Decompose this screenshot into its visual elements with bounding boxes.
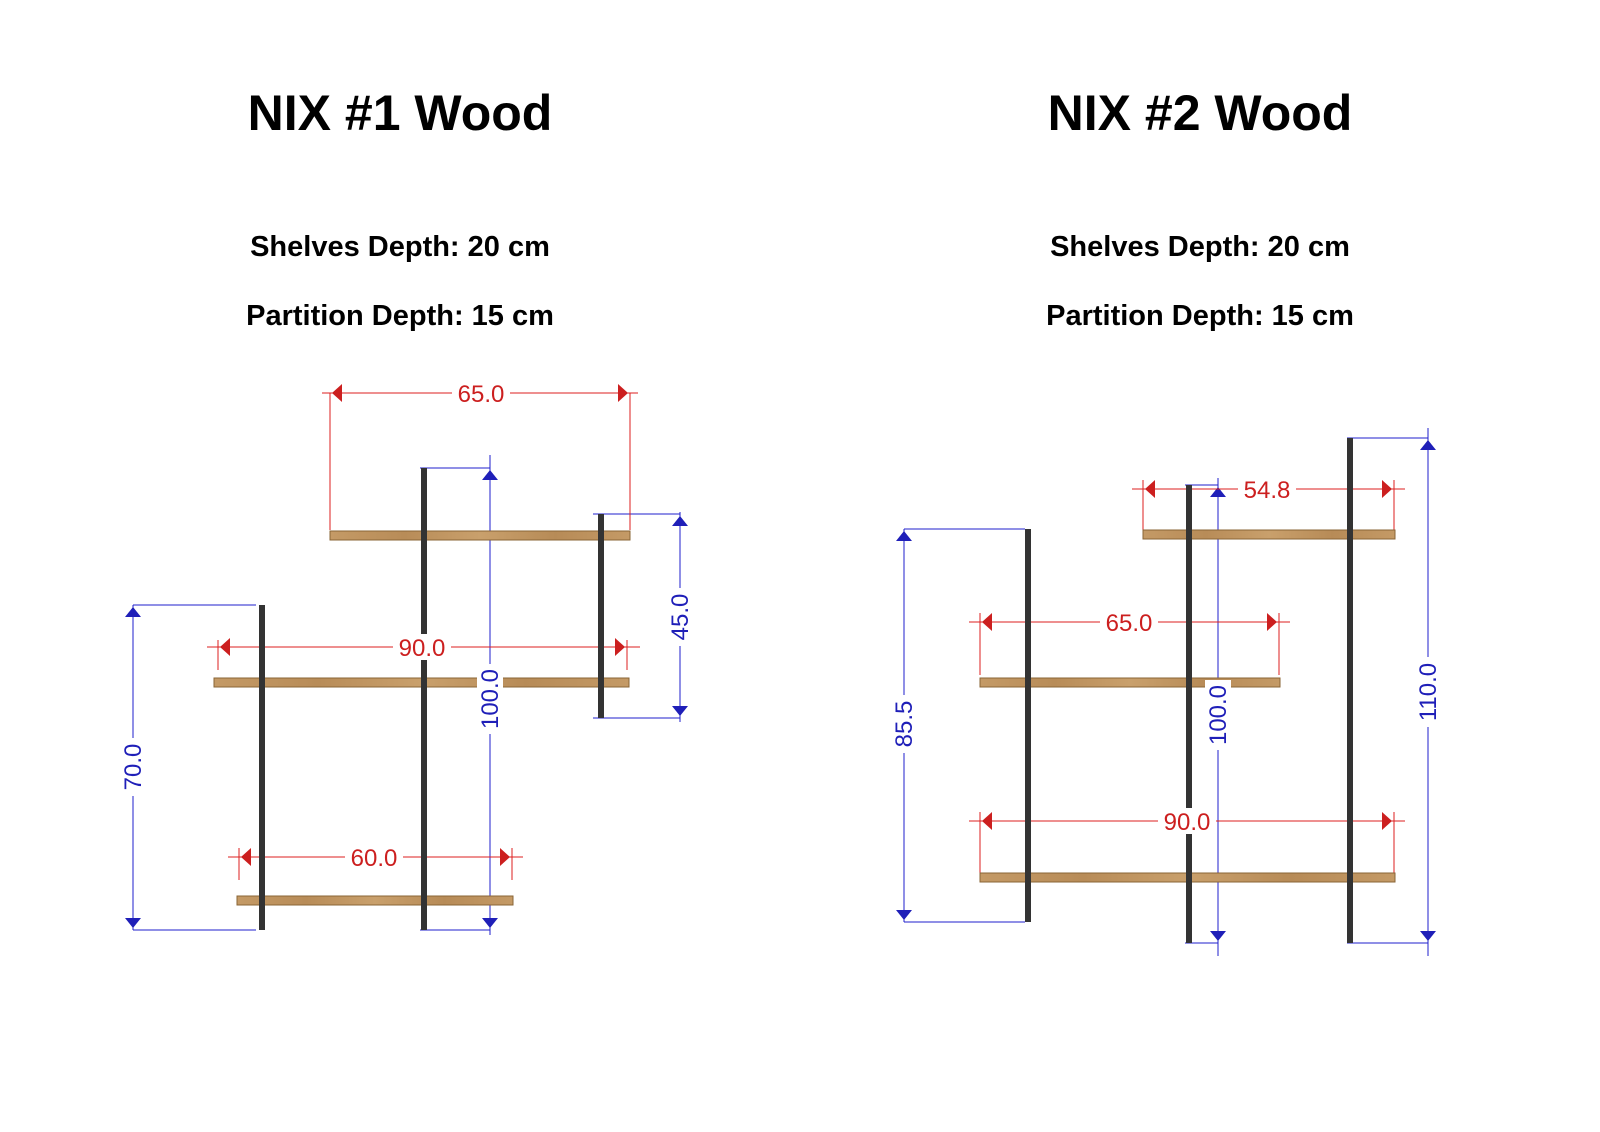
design-title: NIX #2 Wood xyxy=(1047,85,1353,141)
nix-1-height-dimension-lines xyxy=(132,455,681,935)
width-label: 54.8 xyxy=(1244,477,1291,504)
shelves-depth-label: Shelves Depth: 20 cm xyxy=(250,231,550,263)
design-panel-nix-2: NIX #2 Wood Shelves Depth: 20 cm Partiti… xyxy=(800,0,1600,1132)
height-label: 110.0 xyxy=(1415,663,1442,721)
nix-1-height-arrows xyxy=(125,470,688,928)
shelf xyxy=(1142,529,1396,540)
arrow-right-icon xyxy=(1382,480,1392,498)
nix-1-dimension-labels: 65.0 90.0 60.0 70.0 100.0 45.0 xyxy=(120,380,694,872)
nix-1-partitions xyxy=(259,468,604,930)
shelves-depth-label: Shelves Depth: 20 cm xyxy=(1050,231,1350,263)
design-panel-nix-1: NIX #1 Wood Shelves Depth: 20 cm Partiti… xyxy=(246,85,554,332)
shelf xyxy=(329,530,631,541)
partition-depth-label: Partition Depth: 15 cm xyxy=(1046,300,1354,332)
width-label: 65.0 xyxy=(1106,610,1153,637)
partition xyxy=(259,605,265,930)
arrow-down-icon xyxy=(1420,931,1436,941)
width-label: 90.0 xyxy=(1164,809,1211,836)
shelf xyxy=(979,677,1281,688)
partition xyxy=(1186,485,1192,943)
arrow-left-icon xyxy=(220,638,230,656)
shelf xyxy=(236,895,514,906)
arrow-up-icon xyxy=(672,516,688,526)
height-label: 85.5 xyxy=(891,701,918,748)
arrow-right-icon xyxy=(1267,613,1277,631)
partition-depth-label: Partition Depth: 15 cm xyxy=(246,300,554,332)
nix-2-partitions xyxy=(1025,438,1353,943)
nix-1-width-arrows xyxy=(220,384,628,866)
nix-1-drawing: 65.0 90.0 60.0 70.0 100.0 45.0 xyxy=(120,380,694,935)
arrow-right-icon xyxy=(618,384,628,402)
arrow-down-icon xyxy=(482,918,498,928)
height-label: 100.0 xyxy=(477,669,504,729)
arrow-left-icon xyxy=(241,848,251,866)
partition xyxy=(598,514,604,718)
arrow-up-icon xyxy=(125,607,141,617)
width-label: 90.0 xyxy=(399,635,446,662)
arrow-down-icon xyxy=(1210,931,1226,941)
partition xyxy=(1347,438,1353,943)
width-label: 65.0 xyxy=(458,381,505,408)
arrow-down-icon xyxy=(125,918,141,928)
arrow-left-icon xyxy=(982,812,992,830)
nix-2-drawing: 54.8 65.0 90.0 85.5 100.0 110.0 xyxy=(891,428,1442,956)
height-label: 70.0 xyxy=(120,744,147,791)
arrow-up-icon xyxy=(482,470,498,480)
arrow-left-icon xyxy=(332,384,342,402)
arrow-down-icon xyxy=(896,910,912,920)
arrow-up-icon xyxy=(1420,440,1436,450)
arrow-left-icon xyxy=(1145,480,1155,498)
height-label: 100.0 xyxy=(1205,685,1232,745)
arrow-right-icon xyxy=(615,638,625,656)
arrow-up-icon xyxy=(896,531,912,541)
height-label: 45.0 xyxy=(667,594,694,641)
arrow-down-icon xyxy=(672,706,688,716)
arrow-left-icon xyxy=(982,613,992,631)
arrow-up-icon xyxy=(1210,487,1226,497)
nix-2-width-arrows xyxy=(982,480,1392,830)
design-title: NIX #1 Wood xyxy=(247,85,553,141)
arrow-right-icon xyxy=(500,848,510,866)
partition xyxy=(1025,529,1031,922)
width-label: 60.0 xyxy=(351,845,398,872)
nix-2-height-arrows xyxy=(896,440,1436,941)
arrow-right-icon xyxy=(1382,812,1392,830)
partition xyxy=(421,468,427,930)
nix-2-dimension-labels: 54.8 65.0 90.0 85.5 100.0 110.0 xyxy=(891,476,1442,836)
